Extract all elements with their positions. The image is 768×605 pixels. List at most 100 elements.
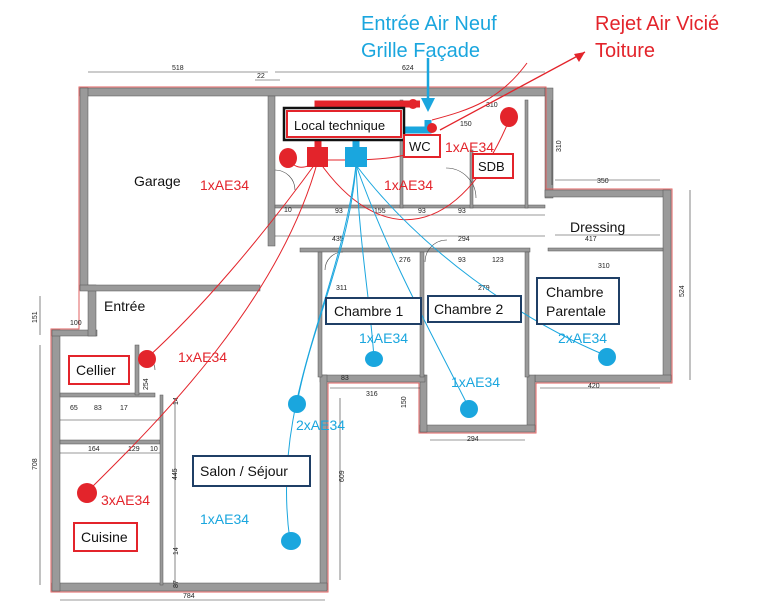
dim-151: 151 bbox=[32, 311, 39, 323]
dim-83b: 83 bbox=[94, 405, 102, 412]
supply-outlet-salon-lower bbox=[281, 532, 301, 550]
supply-unit bbox=[345, 147, 367, 167]
exhaust-title-line2: Toiture bbox=[595, 40, 655, 62]
dim-150-mid: 150 bbox=[401, 396, 408, 408]
dim-14: 14 bbox=[173, 397, 180, 405]
chambre1-label: Chambre 1 bbox=[334, 303, 403, 319]
extract-unit bbox=[307, 147, 328, 167]
dim-22: 22 bbox=[257, 73, 265, 80]
supply-outlet-chambre2 bbox=[460, 400, 478, 418]
dim-83: 83 bbox=[341, 375, 349, 382]
exhaust-title-line1: Rejet Air Vicié bbox=[595, 13, 719, 35]
supply-outlets bbox=[281, 348, 616, 550]
garage-label: Garage bbox=[134, 173, 181, 189]
extract-outlet-cuisine bbox=[77, 483, 97, 503]
outlet-label-salon-lower: 1xAE34 bbox=[200, 511, 249, 527]
dim-87: 87 bbox=[173, 580, 180, 588]
cellier-label: Cellier bbox=[76, 362, 116, 378]
dim-316: 316 bbox=[366, 391, 378, 398]
dim-100: 100 bbox=[70, 320, 82, 327]
entree-label: Entrée bbox=[104, 298, 145, 314]
supply-outlet-chambre1 bbox=[365, 351, 383, 367]
exhaust-arrow bbox=[439, 51, 586, 131]
dim-254: 254 bbox=[143, 378, 150, 390]
dim-784: 784 bbox=[183, 593, 195, 600]
salon-label: Salon / Séjour bbox=[200, 463, 288, 479]
sdb-label: SDB bbox=[478, 159, 505, 174]
dim-276: 276 bbox=[399, 257, 411, 264]
fresh-air-title-line2: Grille Façade bbox=[361, 40, 480, 62]
cuisine-box bbox=[73, 522, 138, 552]
chambre2-box bbox=[427, 295, 522, 323]
sdb-box bbox=[472, 153, 514, 179]
fresh-air-arrow bbox=[421, 58, 435, 112]
dim-417: 417 bbox=[585, 236, 597, 243]
dim-123: 123 bbox=[492, 257, 504, 264]
extract-outlet-cellier bbox=[138, 350, 156, 368]
cuisine-label: Cuisine bbox=[81, 529, 128, 545]
dim-129: 129 bbox=[128, 446, 140, 453]
outlet-label-cellier: 1xAE34 bbox=[178, 349, 227, 365]
supply-outlet-salon-upper bbox=[288, 395, 306, 413]
extract-outlet-sdb bbox=[500, 107, 518, 127]
dim-279: 279 bbox=[478, 285, 490, 292]
dim-93b: 93 bbox=[418, 208, 426, 215]
parentale-box bbox=[536, 277, 620, 325]
outlet-label-chambre2: 1xAE34 bbox=[451, 374, 500, 390]
local-technique-box bbox=[282, 106, 406, 142]
outlet-label-chambre1: 1xAE34 bbox=[359, 330, 408, 346]
outlet-label-wc: 1xAE34 bbox=[445, 139, 494, 155]
dim-294a: 294 bbox=[458, 236, 470, 243]
dim-150: 150 bbox=[460, 121, 472, 128]
supply-outlet-parentale bbox=[598, 348, 616, 366]
local-technique-label: Local technique bbox=[294, 118, 385, 133]
parentale-label-line1: Chambre bbox=[546, 284, 604, 300]
parentale-label-line2: Parentale bbox=[546, 303, 606, 319]
dressing-label: Dressing bbox=[570, 219, 625, 235]
dim-155: 155 bbox=[374, 208, 386, 215]
fresh-air-title-line1: Entrée Air Neuf bbox=[361, 13, 497, 35]
dim-310-top: 310 bbox=[486, 102, 498, 109]
extract-point-2 bbox=[427, 123, 437, 133]
dim-65: 65 bbox=[70, 405, 78, 412]
dim-708: 708 bbox=[32, 458, 39, 470]
dimension-texts: 518 22 624 310 150 310 350 417 310 524 9… bbox=[32, 65, 686, 600]
outlet-label-garage: 1xAE34 bbox=[200, 177, 249, 193]
dim-10b: 10 bbox=[150, 446, 158, 453]
extract-outlets bbox=[77, 107, 518, 503]
dim-10: 10 bbox=[284, 207, 292, 214]
dim-14b: 14 bbox=[173, 547, 180, 555]
wc-box bbox=[403, 134, 441, 158]
outlet-label-salon-upper: 2xAE34 bbox=[296, 417, 345, 433]
outlet-label-sdb: 1xAE34 bbox=[384, 177, 433, 193]
supply-ducts bbox=[286, 164, 608, 542]
dim-164: 164 bbox=[88, 446, 100, 453]
local-technique-inner-box bbox=[286, 110, 402, 138]
red-outline bbox=[50, 86, 673, 593]
dim-17: 17 bbox=[120, 405, 128, 412]
dim-350: 350 bbox=[597, 178, 609, 185]
dim-310-parent: 310 bbox=[598, 263, 610, 270]
dim-420: 420 bbox=[588, 383, 600, 390]
cellier-box bbox=[68, 355, 130, 385]
outlet-label-parentale: 2xAE34 bbox=[558, 330, 607, 346]
wc-label: WC bbox=[409, 139, 431, 154]
door-swings bbox=[139, 167, 477, 371]
chambre2-label: Chambre 2 bbox=[434, 301, 503, 317]
dim-609: 609 bbox=[339, 470, 346, 482]
dim-524: 524 bbox=[679, 285, 686, 297]
dim-311: 311 bbox=[336, 285, 347, 292]
dim-445: 445 bbox=[172, 468, 179, 480]
dim-93-mid: 93 bbox=[458, 257, 466, 264]
chambre1-box bbox=[325, 297, 422, 325]
outlet-label-cuisine: 3xAE34 bbox=[101, 492, 150, 508]
walls bbox=[51, 87, 672, 592]
dimension-lines bbox=[39, 71, 691, 601]
extract-point-1 bbox=[408, 99, 418, 109]
dim-294b: 294 bbox=[467, 436, 479, 443]
dim-310-right: 310 bbox=[556, 140, 563, 152]
salon-box bbox=[192, 455, 311, 487]
extract-outlet-garage bbox=[279, 148, 297, 168]
